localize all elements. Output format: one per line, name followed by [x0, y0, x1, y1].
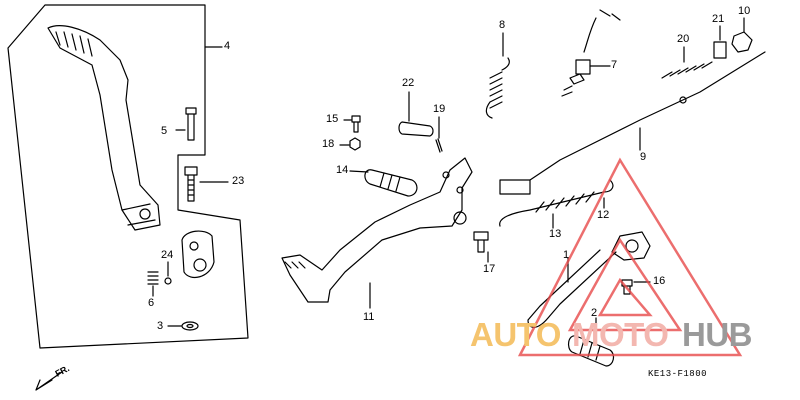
callout-12: 12: [597, 209, 610, 221]
callout-16: 16: [653, 275, 666, 287]
callout-20: 20: [677, 33, 690, 45]
callout-18: 18: [322, 138, 335, 150]
watermark-logo: AUTO MOTO HUB: [470, 318, 795, 354]
spring-20: [661, 46, 713, 79]
brake-rod-9: [499, 51, 766, 195]
group-outline: [7, 4, 249, 349]
brake-switch-7: [561, 9, 621, 97]
bolt-15: [343, 115, 361, 133]
callout-24: 24: [161, 249, 174, 261]
callout-2: 2: [591, 307, 598, 319]
brake-pedal: [281, 157, 473, 303]
callout-5: 5: [161, 125, 168, 137]
callout-6: 6: [148, 297, 155, 309]
callout-10: 10: [738, 5, 751, 17]
bolt-23: [184, 166, 229, 202]
callout-11: 11: [363, 311, 375, 323]
watermark-triangle: [517, 157, 743, 357]
footpeg-rubber-14: [349, 169, 418, 197]
ball-24: [164, 261, 172, 285]
callout-19: 19: [433, 103, 446, 115]
bolt-17: [473, 231, 489, 263]
watermark-hub: HUB: [682, 316, 753, 353]
spring-6: [147, 271, 159, 297]
pivot-22: [398, 91, 434, 137]
bolt-5: [175, 107, 197, 141]
washer-3: [167, 321, 199, 331]
front-arrow-icon: [35, 371, 63, 391]
spring-8: [485, 32, 510, 119]
nut-10: [731, 17, 753, 53]
callout-7: 7: [611, 59, 618, 71]
watermark-moto: MOTO: [572, 316, 669, 353]
callout-4: 4: [224, 40, 231, 52]
nut-18: [339, 137, 361, 151]
callout-22: 22: [402, 77, 415, 89]
cotter-pin-19: [435, 116, 443, 153]
callout-17: 17: [483, 263, 496, 275]
kick-clamp: [181, 230, 215, 279]
callout-1: 1: [563, 249, 570, 261]
callout-9: 9: [640, 151, 647, 163]
callout-13: 13: [549, 228, 562, 240]
callout-15: 15: [326, 113, 339, 125]
callout-3: 3: [157, 320, 164, 332]
callout-14: 14: [336, 164, 349, 176]
brake-spring-13: [499, 179, 614, 229]
callout-23: 23: [232, 175, 245, 187]
joint-21: [713, 25, 727, 59]
watermark-auto: AUTO: [470, 316, 561, 353]
callout-8: 8: [499, 19, 506, 31]
figure-code: KE13-F1800: [648, 369, 708, 379]
kick-starter-arm: [47, 25, 161, 231]
callout-21: 21: [712, 13, 725, 25]
